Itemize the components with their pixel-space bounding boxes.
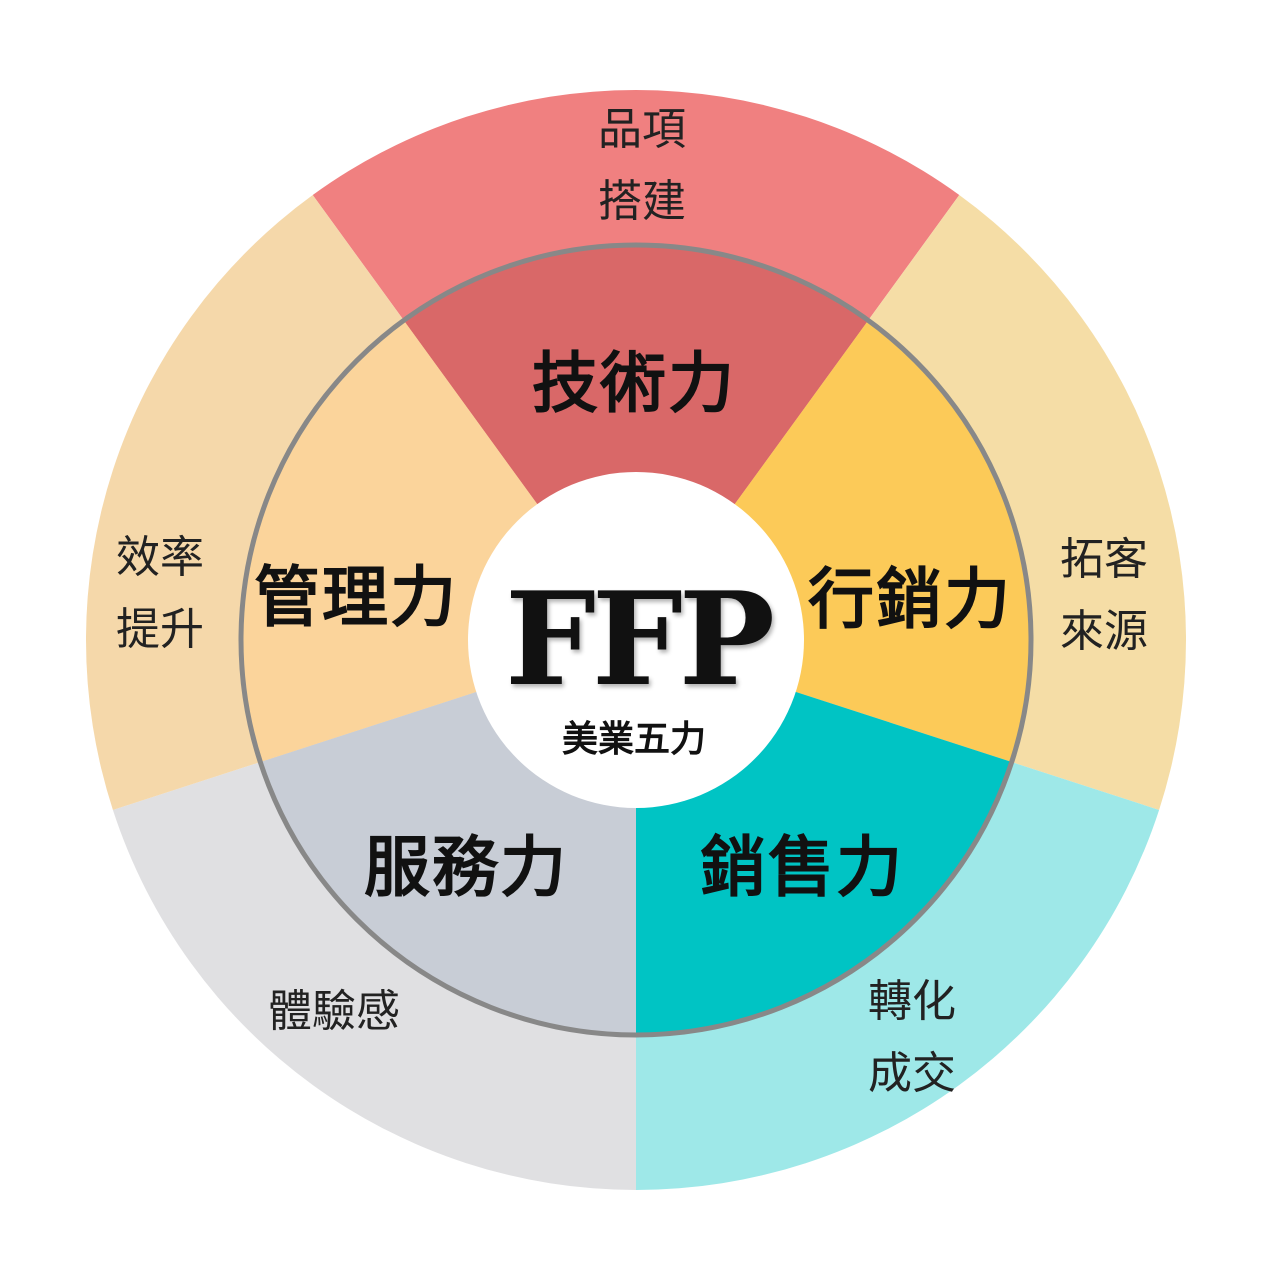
center-subtitle: 美業五力 <box>561 719 707 760</box>
inner-label-sales: 銷售力 <box>700 829 904 906</box>
outer-label-efficiency: 效率提升 <box>116 532 204 655</box>
center-circle <box>468 472 804 808</box>
outer-label-product: 品項搭建 <box>598 104 686 227</box>
inner-ring-outline <box>238 242 1034 1038</box>
inner-label-management: 管理力 <box>254 559 458 636</box>
outer-label-customer: 拓客來源 <box>1060 534 1148 657</box>
inner-label-service: 服務力 <box>364 829 568 906</box>
outer-label-experience: 體驗感 <box>268 986 400 1037</box>
outer-label-conversion: 轉化成交 <box>868 976 956 1099</box>
inner-label-marketing: 行銷力 <box>808 561 1012 638</box>
inner-segment-technique <box>403 245 869 640</box>
inner-label-technique: 技術力 <box>532 345 736 422</box>
center-title: FFP <box>505 565 775 715</box>
